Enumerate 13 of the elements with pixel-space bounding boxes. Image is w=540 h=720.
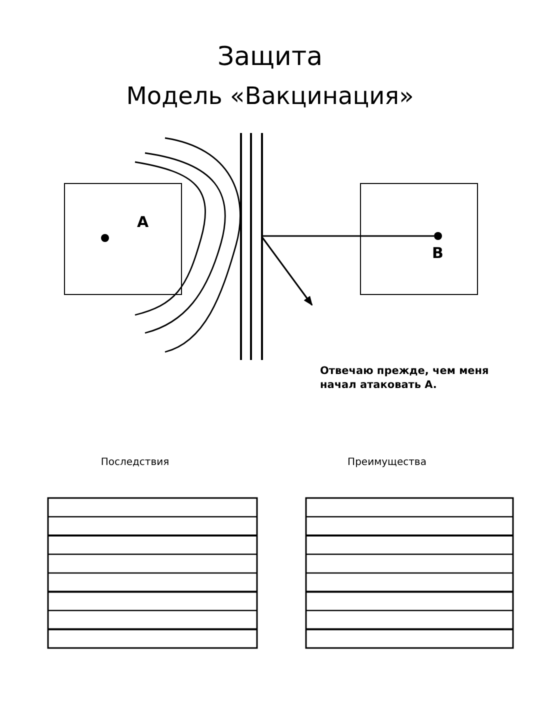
point-label: B [432,244,444,262]
square-box [360,183,478,295]
column-heading: Последствия [100,456,170,470]
point-label: A [137,213,149,231]
point-dot [434,232,442,240]
column-heading: Преимущества [346,456,428,470]
connector-line [262,235,434,237]
arrow [261,236,313,306]
square-box [64,183,182,295]
subtitle: Модель «Вакцинация» [125,81,415,112]
title: Защита [216,42,324,72]
barrier-wall [238,133,265,360]
note-text: Отвечаю прежде, чем меня начал атаковать А. [320,364,490,392]
